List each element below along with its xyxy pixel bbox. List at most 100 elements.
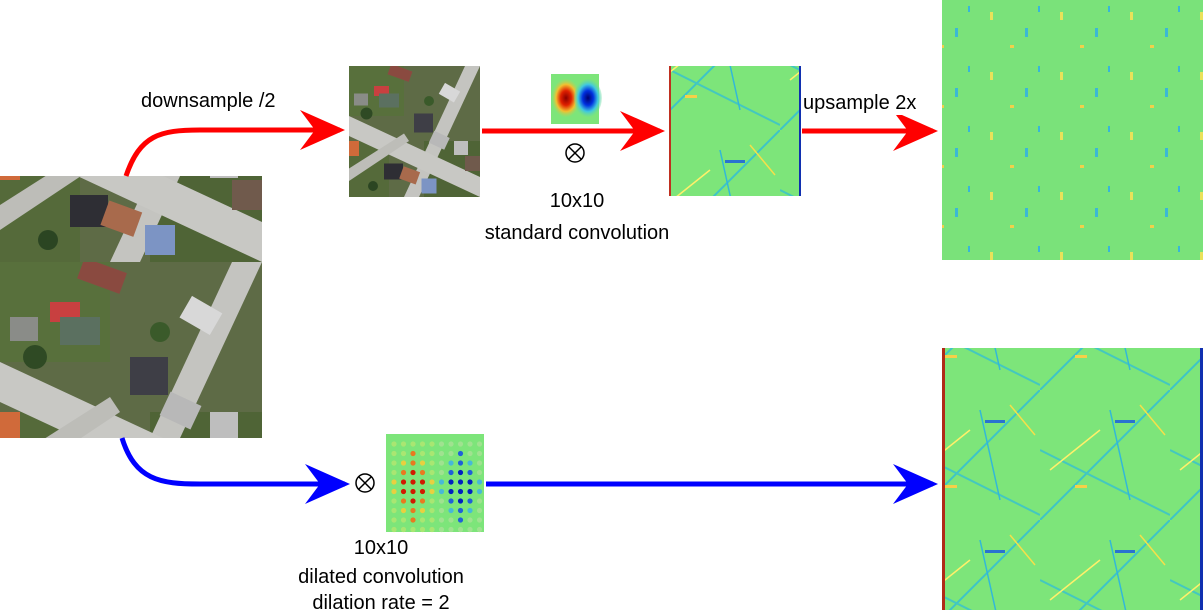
upsample-label: upsample 2x [803,91,917,115]
kernel-weight-dot [448,488,454,495]
kernel-weight-dot [457,441,464,447]
dilated-kernel-size-label: 10x10 [353,537,409,559]
kernel-weight-dot [410,526,416,533]
kernel-weight-dot [467,507,473,514]
kernel-weight-dot [391,450,397,457]
downsample-label: downsample /2 [141,90,276,112]
kernel-weight-dot [410,450,416,457]
kernel-weight-dot [429,460,435,466]
kernel-weight-dot [448,498,454,504]
kernel-weight-dot [457,479,464,485]
downsample-arrow [123,110,345,177]
kernel-weight-dot [400,469,407,476]
kernel-weight-dot [419,498,426,504]
kernel-weight-dot [410,517,416,523]
kernel-weight-dot [448,450,454,457]
kernel-weight-dot [410,498,416,504]
kernel-weight-dot [467,498,473,504]
kernel-weight-dot [429,488,435,495]
kernel-weight-dot [476,441,483,447]
kernel-weight-dot [400,507,407,514]
kernel-weight-dot [438,469,445,476]
kernel-weight-dot [438,507,445,514]
kernel-weight-dot [476,450,483,457]
kernel-weight-dot [400,479,407,485]
kernel-weight-dot [391,441,397,447]
kernel-weight-dot [438,517,445,523]
kernel-weight-dot [400,460,407,466]
kernel-weight-dot [410,469,416,476]
dilated-kernel [386,434,484,533]
kernel-weight-dot [476,479,483,485]
dilated-convolution-label: dilated convolution [298,566,464,588]
kernel-weight-dot [438,479,445,485]
kernel-weight-dot [438,441,445,447]
standard-kernel [551,74,602,124]
kernel-weight-dot [438,460,445,466]
kernel-weight-dot [467,450,473,457]
kernel-weight-dot [429,498,435,504]
kernel-weight-dot [438,498,445,504]
kernel-weight-dot [419,441,426,447]
upsampled-feature-map [942,0,1203,260]
kernel-weight-dot [467,469,473,476]
kernel-weight-dot [467,488,473,495]
kernel-weight-dot [476,526,483,533]
kernel-weight-dot [419,526,426,533]
kernel-weight-dot [419,460,426,466]
dilated-feature-map [942,348,1203,610]
kernel-weight-dot [467,517,473,523]
kernel-weight-dot [391,507,397,514]
kernel-weight-dot [419,488,426,495]
kernel-weight-dot [429,507,435,514]
kernel-weight-dot [448,507,454,514]
kernel-weight-dot [410,441,416,447]
kernel-weight-dot [419,507,426,514]
kernel-weight-dot [467,460,473,466]
kernel-weight-dot [391,469,397,476]
downsampled-aerial-image [349,66,480,197]
kernel-weight-dot [457,450,464,457]
kernel-weight-dot [391,488,397,495]
kernel-weight-dot [438,526,445,533]
kernel-weight-dot [448,517,454,523]
kernel-weight-dot [448,441,454,447]
kernel-weight-dot [400,498,407,504]
kernel-weight-dot [410,479,416,485]
standard-convolution-label: standard convolution [484,222,670,244]
kernel-weight-dot [429,469,435,476]
kernel-weight-dot [457,526,464,533]
kernel-weight-dot [419,479,426,485]
kernel-weight-dot [400,517,407,523]
kernel-weight-dot [467,526,473,533]
kernel-weight-dot [429,450,435,457]
kernel-weight-dot [457,498,464,504]
kernel-weight-dot [391,498,397,504]
kernel-weight-dot [391,526,397,533]
kernel-weight-dot [448,469,454,476]
kernel-weight-dot [391,479,397,485]
kernel-weight-dot [410,488,416,495]
kernel-weight-dot [448,526,454,533]
kernel-weight-dot [476,507,483,514]
kernel-weight-dot [457,488,464,495]
downsampled-feature-map [669,66,801,196]
kernel-weight-dot [429,526,435,533]
kernel-weight-dot [448,479,454,485]
kernel-weight-dot [457,517,464,523]
kernel-weight-dot [476,469,483,476]
kernel-weight-dot [429,517,435,523]
kernel-weight-dot [400,450,407,457]
dilation-rate-label: dilation rate = 2 [312,592,450,614]
kernel-weight-dot [419,469,426,476]
kernel-weight-dot [419,517,426,523]
kernel-weight-dot [400,488,407,495]
input-aerial-image [0,176,262,438]
kernel-weight-dot [448,460,454,466]
convolve-operator-dilated [355,473,375,493]
kernel-weight-dot [400,441,407,447]
kernel-weight-dot [457,507,464,514]
standard-kernel-size-label: 10x10 [549,190,605,212]
kernel-weight-dot [457,469,464,476]
kernel-weight-dot [410,460,416,466]
